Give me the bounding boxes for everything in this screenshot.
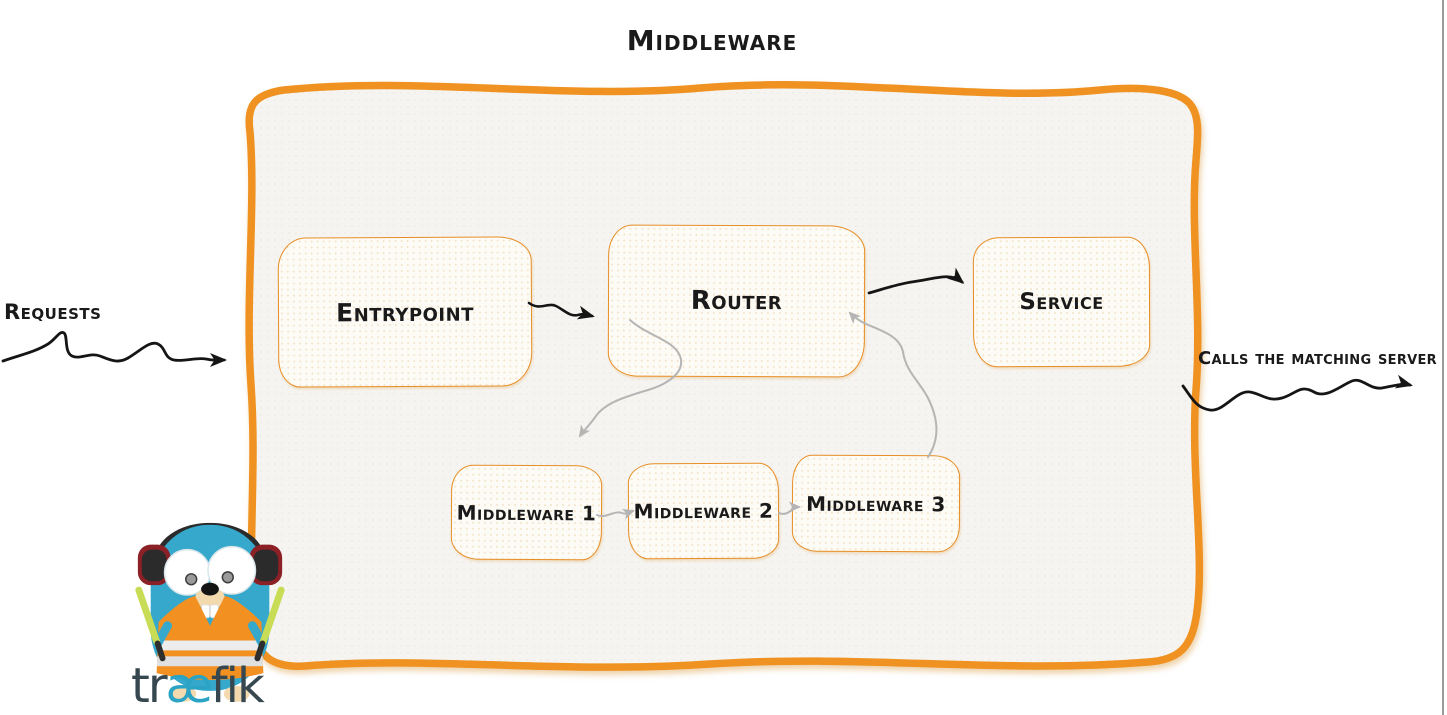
traefik-wordmark: træfik	[131, 658, 265, 714]
node-router-label: Router	[690, 285, 783, 317]
gopher-pupil-left	[185, 573, 198, 586]
requests-label: Requests	[4, 300, 102, 324]
wordmark-tr: tr	[131, 658, 168, 714]
headphones-earcup-left-icon	[137, 544, 171, 586]
node-service-label: Service	[1019, 288, 1104, 316]
node-service: Service	[972, 236, 1151, 368]
calls-matching-server-label: Calls the matching server	[1198, 348, 1437, 369]
node-middleware-1: Middleware 1	[450, 464, 603, 561]
wordmark-fik: fik	[210, 658, 265, 714]
node-router: Router	[607, 224, 866, 378]
traefik-gopher-logo	[135, 522, 285, 702]
gopher-foot-left	[170, 685, 197, 702]
safety-vest	[156, 596, 264, 681]
gopher-nose	[201, 582, 219, 596]
gopher-snout	[195, 590, 225, 607]
node-middleware-3: Middleware 3	[791, 454, 961, 553]
node-entrypoint: Entrypoint	[277, 236, 533, 388]
window-edge-divider	[1442, 0, 1444, 715]
marshalling-baton-right-icon	[254, 586, 285, 662]
marshalling-baton-left-icon	[135, 586, 166, 662]
node-entrypoint-label: Entrypoint	[335, 297, 475, 327]
headphones-earcup-right-icon	[249, 544, 283, 586]
node-middleware-2-label: Middleware 2	[633, 498, 774, 524]
node-middleware-2: Middleware 2	[627, 462, 780, 560]
node-middleware-1-label: Middleware 1	[456, 500, 597, 525]
gopher-foot-right	[223, 685, 250, 702]
gopher-eye-right	[207, 545, 257, 595]
gopher-pupil-right	[221, 571, 234, 584]
wordmark-ae: æ	[165, 658, 213, 714]
node-middleware-3-label: Middleware 3	[806, 491, 946, 516]
page-title: Middleware	[626, 24, 798, 57]
